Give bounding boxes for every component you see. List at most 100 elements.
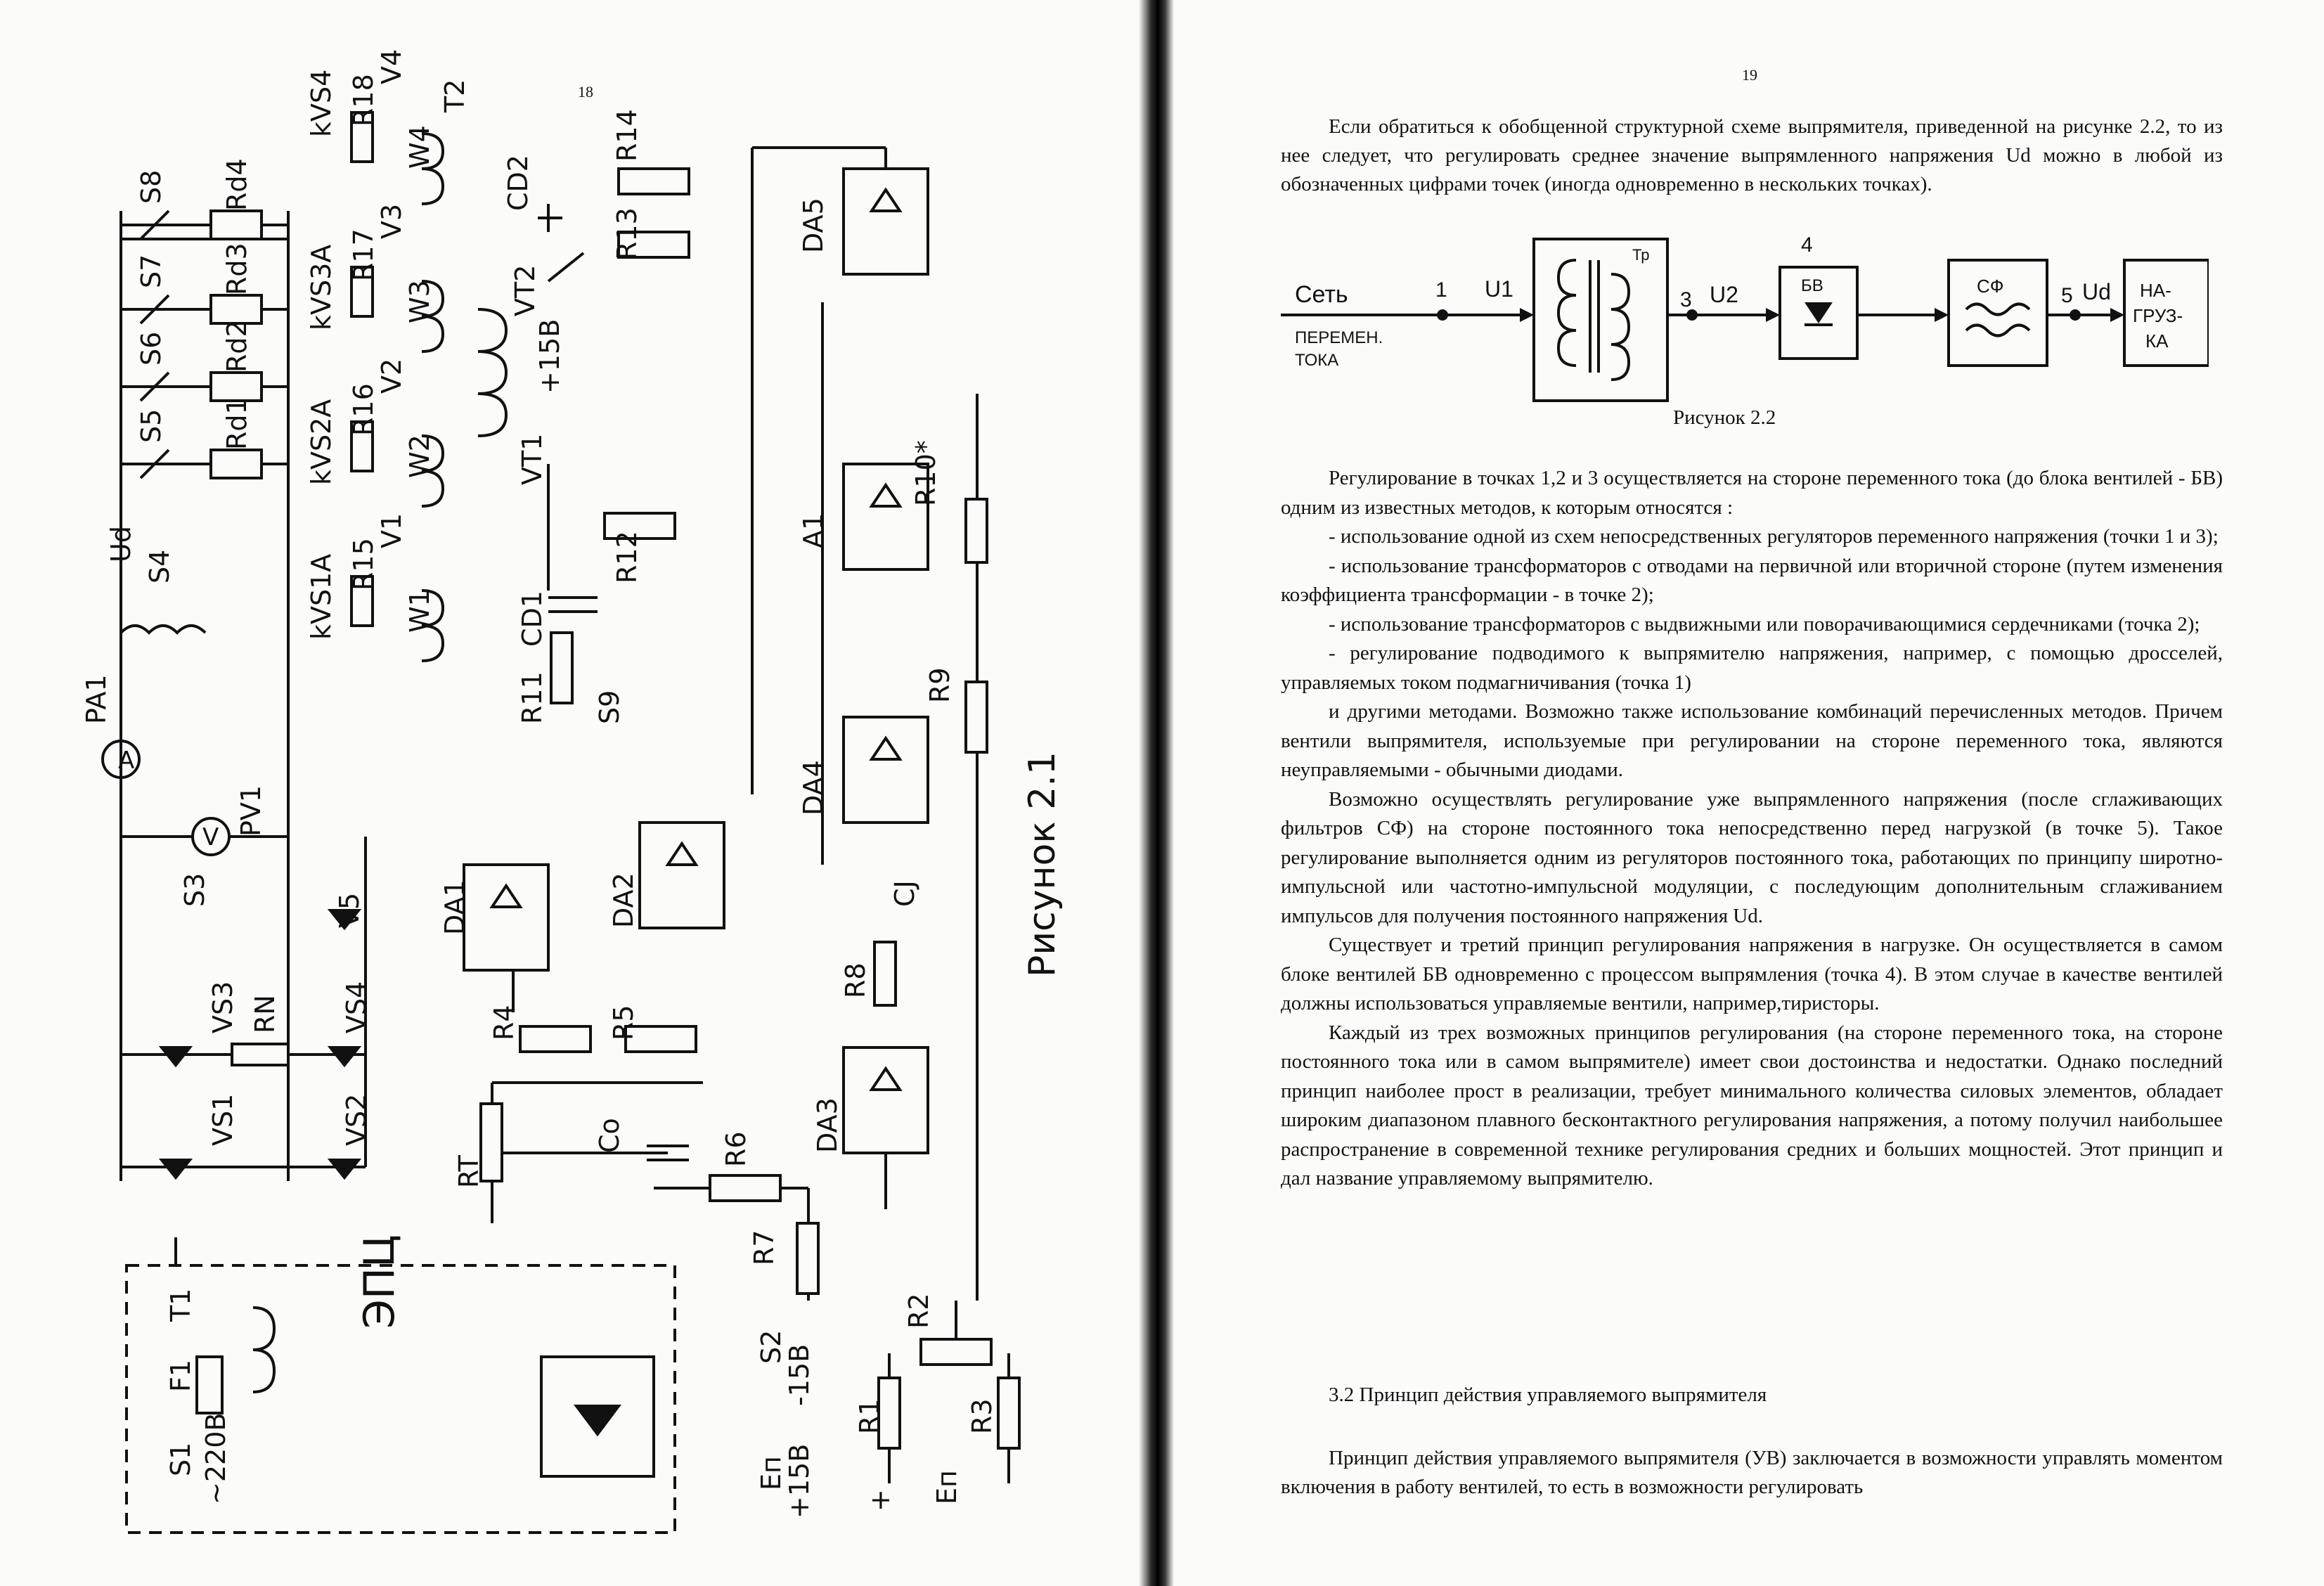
svg-text:DA5: DA5 — [798, 198, 829, 253]
svg-text:PV1: PV1 — [235, 785, 266, 837]
svg-text:1: 1 — [1435, 278, 1447, 302]
figure-caption-2-1: Рисунок 2.1 — [1021, 752, 1064, 977]
svg-text:U2: U2 — [1710, 282, 1738, 307]
svg-text:Рисунок 2.1: Рисунок 2.1 — [1021, 752, 1064, 977]
svg-text:V4: V4 — [376, 49, 407, 84]
svg-text:DA1: DA1 — [439, 879, 470, 935]
svg-text:CD2: CD2 — [503, 155, 534, 211]
label-network: Сеть — [1295, 281, 1348, 308]
circuit-schematic: S8 S7 S6 S5 S4 S3 S2 S1 S9 Rd4 Rd3 Rd2 R… — [81, 49, 1021, 1534]
svg-text:VS3: VS3 — [207, 981, 238, 1033]
svg-text:R18: R18 — [348, 74, 379, 127]
svg-text:R7: R7 — [749, 1230, 780, 1265]
svg-text:R11: R11 — [517, 671, 548, 724]
svg-text:R16: R16 — [348, 383, 379, 436]
rectifier-block — [1778, 266, 1859, 360]
svg-text:V1: V1 — [376, 513, 407, 548]
svg-text:БВ: БВ — [1801, 276, 1823, 295]
svg-text:Rd1: Rd1 — [221, 397, 252, 450]
svg-text:R8: R8 — [840, 962, 871, 998]
figure-caption-2-2: Рисунок 2.2 — [1673, 406, 1776, 429]
svg-text:СФ: СФ — [1977, 276, 2004, 297]
svg-text:T2: T2 — [439, 79, 470, 113]
svg-text:S4: S4 — [144, 550, 175, 584]
svg-text:5: 5 — [2061, 284, 2073, 307]
svg-text:R5: R5 — [608, 1005, 639, 1040]
svg-text:RN: RN — [250, 995, 280, 1033]
svg-text:S7: S7 — [136, 254, 167, 288]
svg-text:S8: S8 — [136, 170, 167, 204]
paragraph-5: Каждый из трех возможных принципов регул… — [1281, 1021, 2223, 1190]
svg-text:R9: R9 — [924, 667, 955, 703]
svg-text:R3: R3 — [967, 1398, 998, 1434]
svg-text:kVS2A: kVS2A — [306, 399, 337, 485]
svg-text:R13: R13 — [612, 207, 643, 260]
paragraph-4: Существует и третий принцип регулировани… — [1281, 934, 2223, 1014]
svg-text:Тр: Тр — [1632, 246, 1649, 264]
svg-text:4: 4 — [1801, 233, 1813, 257]
svg-text:Rd4: Rd4 — [221, 158, 252, 211]
final-paragraph: Принцип действия управляемого выпрямител… — [1281, 1447, 2223, 1498]
load-block — [2123, 259, 2209, 367]
svg-text:S5: S5 — [136, 409, 167, 443]
svg-text:A1: A1 — [798, 513, 829, 548]
intro-text: Если обратиться к обобщенной структурной… — [1281, 112, 2223, 199]
svg-text:F1: F1 — [165, 1360, 196, 1392]
svg-text:Rd2: Rd2 — [221, 320, 252, 373]
right-page — [1174, 0, 2324, 1586]
svg-text:Eп: Eп — [756, 1456, 787, 1490]
svg-text:W3: W3 — [404, 280, 435, 323]
svg-text:V2: V2 — [376, 359, 407, 394]
filter-block — [1947, 259, 2048, 367]
svg-text:R6: R6 — [721, 1131, 751, 1167]
svg-text:Ud: Ud — [2082, 279, 2111, 304]
list-item-2: - использование трансформаторов с отвода… — [1281, 554, 2223, 607]
svg-text:VS4: VS4 — [341, 981, 372, 1033]
svg-text:+15В: +15В — [784, 1444, 815, 1519]
svg-text:S2: S2 — [756, 1330, 787, 1364]
svg-text:CD1: CD1 — [517, 591, 548, 647]
label-alternating: ПЕРЕМЕН. — [1295, 328, 1383, 347]
svg-text:S6: S6 — [136, 332, 167, 366]
left-page: 18 — [0, 0, 1139, 1586]
svg-text:DA4: DA4 — [798, 760, 829, 815]
svg-text:S1: S1 — [165, 1443, 196, 1476]
svg-text:R4: R4 — [489, 1005, 519, 1040]
list-item-1: - использование одной из схем непосредст… — [1329, 525, 2219, 548]
svg-text:R12: R12 — [612, 531, 643, 584]
svg-text:VT2: VT2 — [510, 265, 541, 316]
transformer-block — [1532, 238, 1669, 402]
section-heading: 3.2 Принцип действия управляемого выпрям… — [1329, 1384, 1767, 1406]
svg-text:V3: V3 — [376, 204, 407, 239]
svg-text:A: A — [118, 747, 134, 775]
ammeter-pa1 — [101, 740, 141, 779]
svg-text:VT1: VT1 — [517, 434, 548, 485]
svg-text:R14: R14 — [612, 109, 643, 162]
svg-text:CJ: CJ — [889, 880, 920, 907]
paragraph-2: и другими методами. Возможно также испол… — [1281, 700, 2223, 781]
svg-text:RT: RT — [453, 1154, 484, 1188]
body-text: Регулирование в точках 1,2 и 3 осуществл… — [1281, 464, 2223, 1194]
svg-text:-15В: -15В — [784, 1344, 815, 1406]
svg-text:Rd3: Rd3 — [221, 243, 252, 295]
svg-text:V5: V5 — [334, 893, 365, 928]
svg-text:S3: S3 — [179, 873, 210, 907]
svg-text:R17: R17 — [348, 228, 379, 281]
svg-text:R2: R2 — [903, 1293, 934, 1329]
page-number-right: 19 — [1742, 66, 1757, 84]
svg-text:НА-: НА- — [2140, 280, 2171, 301]
svg-text:VS2: VS2 — [341, 1094, 372, 1146]
list-item-3: - использование трансформаторов с выдвиж… — [1329, 612, 2200, 636]
paragraph-3: Возможно осуществлять регулирование уже … — [1281, 787, 2223, 927]
rd-resistor-ladder — [121, 209, 288, 479]
svg-text:Ud: Ud — [105, 526, 136, 562]
svg-text:ГРУЗ-: ГРУЗ- — [2133, 305, 2183, 326]
svg-text:R15: R15 — [348, 538, 379, 591]
svg-text:W4: W4 — [404, 125, 435, 169]
svg-text:+15В: +15В — [534, 319, 565, 394]
svg-text:kVS4: kVS4 — [306, 70, 337, 137]
svg-text:DA2: DA2 — [608, 872, 639, 928]
intro-paragraph: Если обратиться к обобщенной структурной… — [1281, 115, 2223, 195]
svg-text:W1: W1 — [404, 589, 435, 633]
book-gutter — [1139, 0, 1174, 1586]
